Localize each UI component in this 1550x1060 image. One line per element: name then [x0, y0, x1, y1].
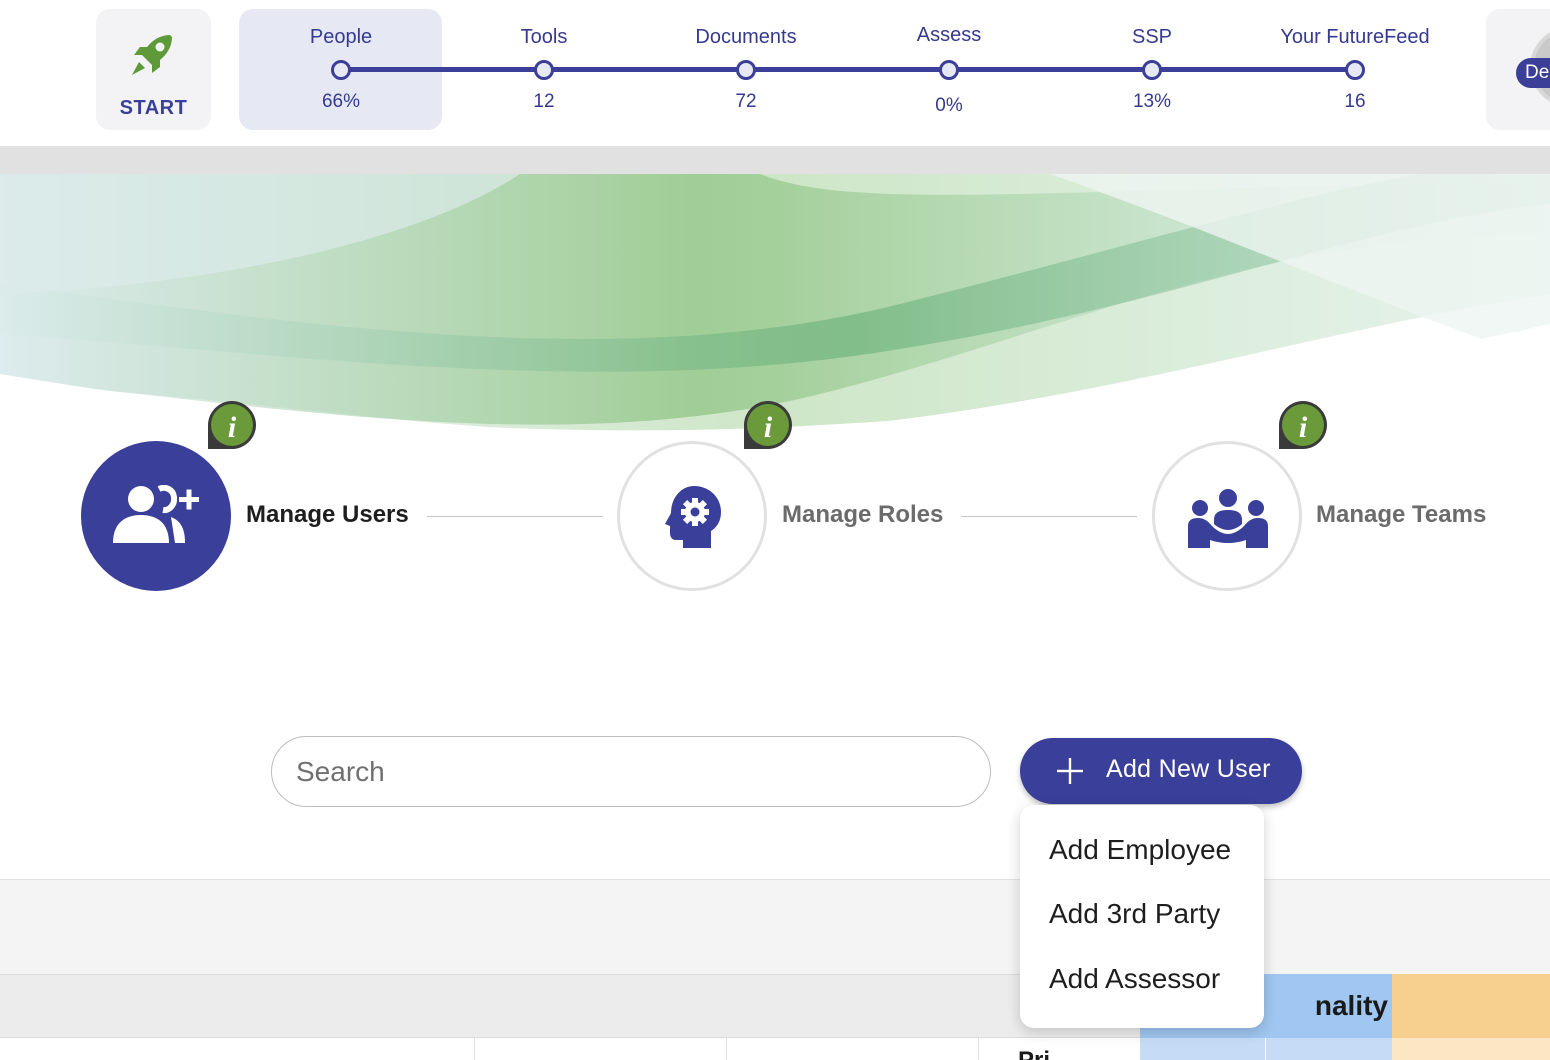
add-user-icon — [113, 485, 199, 543]
manage-users-circle — [81, 441, 231, 591]
search-input[interactable] — [296, 751, 956, 793]
head-gear-icon — [665, 486, 721, 548]
search-field[interactable] — [271, 736, 991, 807]
manage-teams-circle — [1152, 441, 1302, 591]
svg-text:i: i — [1299, 411, 1308, 444]
svg-text:i: i — [228, 411, 237, 444]
table-cell — [1392, 1038, 1550, 1060]
step-node — [736, 60, 756, 80]
table-cell-text: Pri — [1018, 1049, 1050, 1060]
step-connector — [961, 516, 1137, 517]
column-header-group[interactable] — [1392, 974, 1550, 1038]
manage-teams-step[interactable]: Manage Teams — [1152, 441, 1497, 591]
header-divider — [0, 146, 1550, 174]
add-new-user-label: Add New User — [1106, 755, 1271, 783]
table-cell — [1266, 1038, 1392, 1060]
start-button[interactable]: START — [96, 9, 211, 130]
info-icon[interactable]: i — [741, 398, 795, 452]
step-value: 66% — [321, 91, 361, 112]
manage-roles-circle — [617, 441, 767, 591]
step-your-futurefeed[interactable]: Your FutureFeed 16 — [1255, 0, 1455, 130]
step-value: 13% — [1132, 91, 1172, 112]
column-header-label: nality — [1314, 990, 1388, 1021]
table-cell — [1140, 1038, 1265, 1060]
step-label: People — [309, 26, 373, 48]
team-icon — [1188, 489, 1268, 548]
wave-background — [0, 174, 1550, 464]
menu-item-add-employee[interactable]: Add Employee — [1049, 834, 1232, 865]
manage-roles-label: Manage Roles — [782, 501, 944, 528]
svg-text:i: i — [764, 411, 773, 444]
step-value: 12 — [533, 91, 555, 112]
menu-item-add-3rd-party[interactable]: Add 3rd Party — [1049, 898, 1221, 929]
step-assess[interactable]: Assess 0% — [849, 0, 1049, 130]
step-value: 72 — [735, 91, 757, 112]
table-toolbar — [0, 879, 1550, 974]
step-label: Documents — [695, 26, 797, 48]
add-new-user-button[interactable]: Add New User — [1020, 738, 1302, 804]
step-label: Your FutureFeed — [1280, 26, 1430, 48]
step-label: SSP — [1131, 26, 1173, 48]
step-documents[interactable]: Documents 72 — [646, 0, 846, 130]
step-node — [1142, 60, 1162, 80]
step-value: 16 — [1344, 91, 1366, 112]
start-label: START — [119, 97, 188, 119]
info-icon[interactable]: i — [205, 398, 259, 452]
step-connector — [427, 516, 603, 517]
step-node — [1345, 60, 1365, 80]
info-icon[interactable]: i — [1276, 398, 1330, 452]
manage-teams-label: Manage Teams — [1316, 501, 1487, 528]
add-user-menu: Add Employee Add 3rd Party Add Assessor — [1020, 805, 1264, 1028]
hero-banner — [0, 174, 1550, 464]
step-tools[interactable]: Tools 12 — [444, 0, 644, 130]
menu-item-add-assessor[interactable]: Add Assessor — [1049, 963, 1221, 994]
rocket-icon — [132, 35, 172, 75]
manage-users-step[interactable]: Manage Users — [81, 441, 421, 591]
step-ssp[interactable]: SSP 13% — [1052, 0, 1252, 130]
step-label: Assess — [916, 24, 982, 46]
profile-badge: De — [1516, 58, 1550, 88]
manage-roles-step[interactable]: Manage Roles — [617, 441, 957, 591]
step-node — [331, 60, 351, 80]
manage-users-label: Manage Users — [246, 501, 409, 528]
profile-card[interactable]: De — [1486, 9, 1550, 130]
step-value: 0% — [935, 95, 963, 116]
step-label: Tools — [520, 26, 568, 48]
column-divider — [726, 1038, 727, 1060]
plus-icon — [1057, 758, 1083, 784]
step-people[interactable]: People 66% — [241, 0, 441, 130]
progress-header: START People 66% Tools 12 Documents 72 A… — [0, 0, 1550, 146]
step-node — [534, 60, 554, 80]
step-node — [939, 60, 959, 80]
column-divider — [474, 1038, 475, 1060]
column-divider — [978, 1038, 979, 1060]
progress-track — [341, 67, 1355, 72]
